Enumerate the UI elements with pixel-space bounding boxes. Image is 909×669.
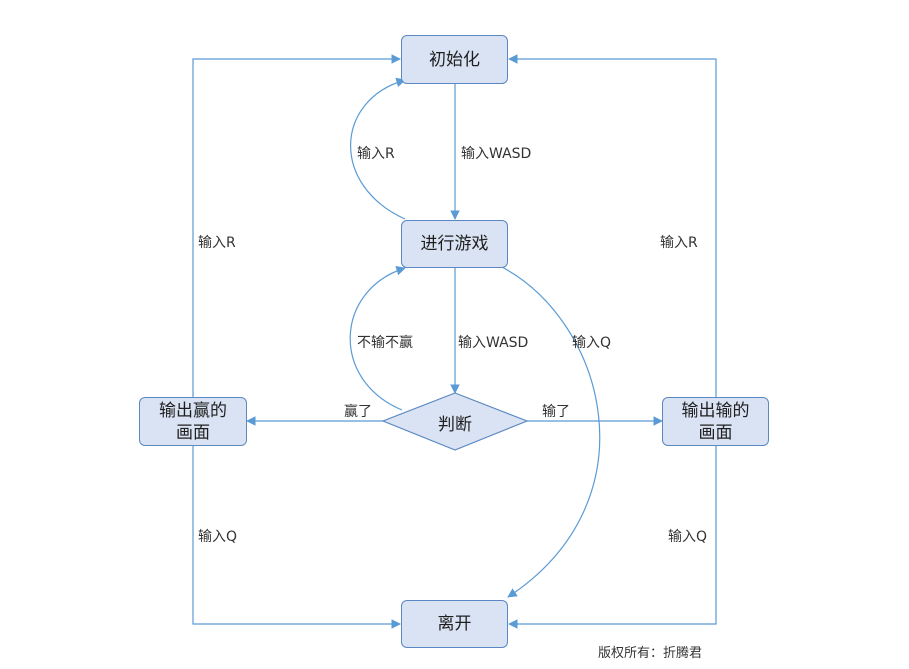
node-lose-label: 输出输的 画面	[681, 400, 750, 443]
edge-play-to-init	[350, 77, 406, 220]
label-judge-to-play: 不输不赢	[357, 335, 413, 351]
edge-win-to-exit	[192, 446, 401, 629]
node-exit-label: 离开	[437, 614, 472, 634]
node-play: 进行游戏	[401, 220, 508, 268]
label-judge-to-lose: 输了	[542, 404, 570, 420]
label-judge-to-win: 赢了	[344, 404, 372, 420]
label-win-to-init: 输入R	[198, 235, 236, 251]
copyright-text: 版权所有：折腾君	[598, 646, 703, 661]
node-win-label: 输出赢的 画面	[159, 400, 227, 443]
node-win: 输出赢的 画面	[139, 397, 247, 446]
edge-lose-to-exit	[508, 446, 717, 629]
node-exit: 离开	[401, 600, 508, 648]
node-init: 初始化	[401, 35, 508, 84]
label-init-to-play: 输入WASD	[461, 146, 532, 162]
node-play-label: 进行游戏	[420, 234, 489, 254]
node-judge-label: 判断	[438, 415, 472, 435]
label-lose-to-exit: 输入Q	[668, 529, 708, 545]
edge-win-to-init	[192, 54, 401, 397]
node-init-label: 初始化	[429, 49, 480, 70]
label-win-to-exit: 输入Q	[198, 529, 238, 545]
label-lose-to-init: 输入R	[660, 235, 698, 251]
edge-play-to-exit	[499, 265, 601, 598]
label-play-to-judge: 输入WASD	[458, 335, 529, 351]
node-lose: 输出输的 画面	[662, 397, 769, 446]
judge-diamond-shape	[381, 392, 529, 451]
label-play-to-exit: 输入Q	[572, 335, 612, 351]
label-play-to-init: 输入R	[357, 146, 395, 162]
edge-lose-to-init	[508, 54, 717, 397]
edge-judge-to-play	[349, 266, 406, 411]
